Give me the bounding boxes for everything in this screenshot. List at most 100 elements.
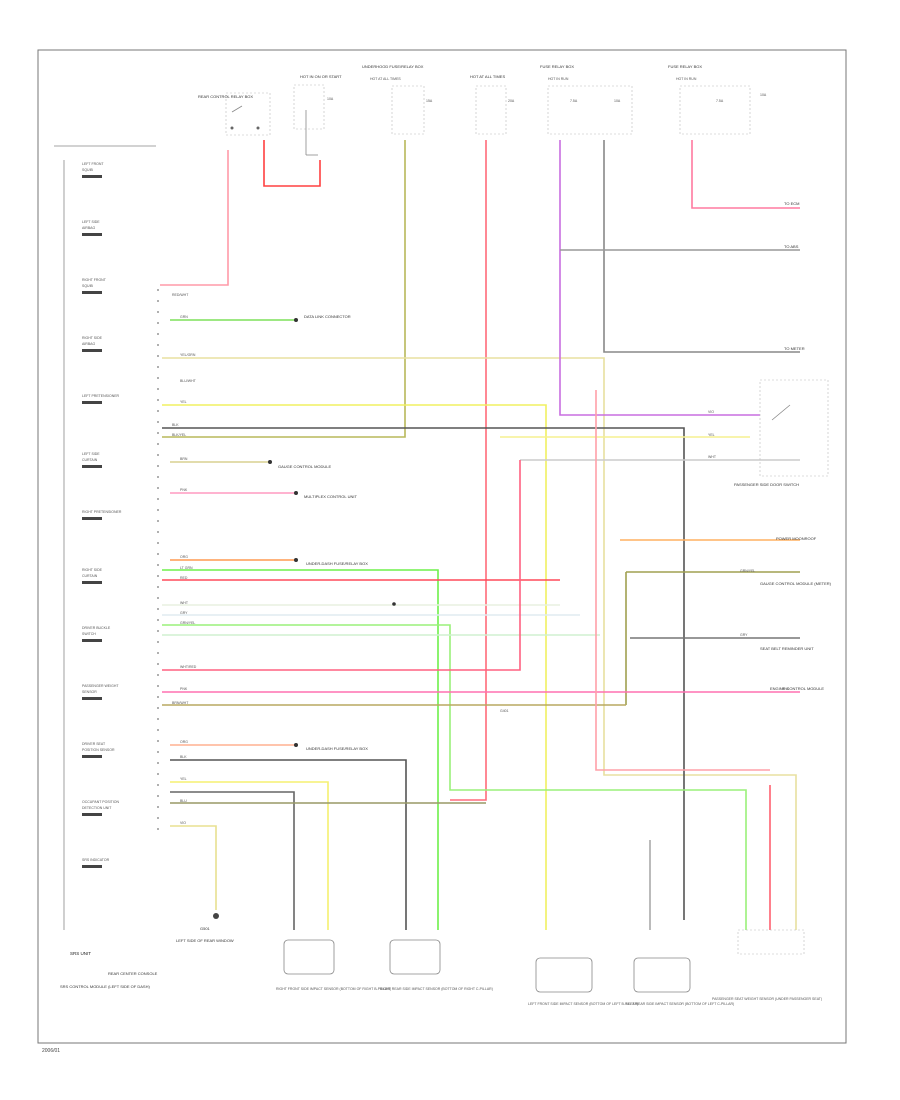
- fuse-group-2-sub: HOT AT ALL TIMES: [370, 77, 401, 81]
- wire-yel-sensor1: [170, 781, 329, 930]
- ground-note: LEFT SIDE OF REAR WINDOW: [176, 938, 234, 943]
- left-item: LEFT SIDE AIRBAG: [82, 220, 102, 236]
- left-item-marker: [82, 813, 102, 816]
- to-meter-label: TO METER: [784, 346, 805, 351]
- tag-red-wht: RED/WHT: [172, 293, 189, 297]
- connector-pin: [157, 751, 159, 753]
- fuse-group-2-header: UNDERHOOD FUSE/RELAY BOX: [362, 64, 424, 69]
- diagram-code: 2006/01: [42, 1048, 60, 1054]
- left-item-marker: [82, 233, 102, 236]
- fuse-1-rating: 10A: [327, 97, 334, 101]
- splice-dot: [294, 491, 298, 495]
- left-item-marker: [82, 865, 102, 868]
- wire-yel-grn-fuse2: [162, 140, 406, 438]
- connector-pin: [157, 740, 159, 742]
- ground-g401: G401: [500, 709, 509, 713]
- connector-pin: [157, 344, 159, 346]
- diagram-frame: [37, 49, 847, 1044]
- data-line-label: ENGINE CONTROL MODULE: [770, 686, 824, 691]
- splice-dot: [294, 743, 298, 747]
- left-item-label: SQUIB: [82, 284, 94, 288]
- left-item-marker: [82, 581, 102, 584]
- wire-grn-long: [162, 624, 747, 930]
- wire-red-relay-feed: [160, 150, 229, 286]
- left-item-label: DRIVER SEAT: [82, 742, 106, 746]
- left-item-label: LEFT FRONT: [82, 162, 104, 166]
- connector-pin: [157, 806, 159, 808]
- connector-pin: [157, 718, 159, 720]
- connector-pin: [157, 608, 159, 610]
- tag-yel-grn: YEL/GRN: [180, 353, 196, 357]
- connector-pin: [157, 432, 159, 434]
- splice-dot: [392, 602, 396, 606]
- fuse-box-4: [547, 85, 633, 135]
- connector-pin: [157, 531, 159, 533]
- connector-pin: [157, 817, 159, 819]
- left-item-label: LEFT SIDE: [82, 220, 100, 224]
- left-item-label: AIRBAG: [82, 226, 96, 230]
- splice-dot: [294, 558, 298, 562]
- wire-yel-ground: [170, 825, 217, 910]
- wire-pnk-lower: [162, 460, 521, 671]
- fuse-group-1: HOT IN ON OR START 10A: [293, 74, 342, 156]
- tag-blk: BLK: [172, 423, 179, 427]
- tag-red: RED: [180, 576, 188, 580]
- sensor-1-connector: [283, 939, 335, 975]
- fuse-box-5: [679, 85, 751, 135]
- left-item-label: CURTAIN: [82, 458, 98, 462]
- left-item-label: SWITCH: [82, 632, 96, 636]
- fuse-group-4-sub: HOT IN RUN: [548, 77, 569, 81]
- wire-gry-fuse4: [603, 140, 800, 353]
- connector-pin: [157, 520, 159, 522]
- connector-pin: [157, 696, 159, 698]
- connector-pin: [157, 454, 159, 456]
- connector-pin: [157, 762, 159, 764]
- to-abs-label: TO ABS: [784, 244, 799, 249]
- relay-contact: [231, 105, 243, 113]
- left-item-label: SRS INDICATOR: [82, 858, 110, 862]
- fuse-group-4-header: FUSE RELAY BOX: [540, 64, 574, 69]
- sensor-5-connector: [737, 929, 805, 955]
- fuse-4-rating: 7.5A: [570, 99, 578, 103]
- sensor-2-label: RIGHT REAR SIDE IMPACT SENSOR (BOTTOM OF…: [380, 987, 493, 991]
- instrument-label: GAUGE CONTROL MODULE (METER): [760, 581, 832, 586]
- left-item-label: RIGHT PRETENSIONER: [82, 510, 122, 514]
- left-item: RIGHT PRETENSIONER: [82, 510, 122, 520]
- connector-pin: [157, 355, 159, 357]
- connector-pin: [157, 465, 159, 467]
- fuse-5-rating: 10A: [614, 99, 621, 103]
- connector-pin: [157, 674, 159, 676]
- wiring: [160, 140, 800, 930]
- connector-pin: [157, 773, 159, 775]
- connector-pin: [157, 707, 159, 709]
- fuse-group-5-header: FUSE RELAY BOX: [668, 64, 702, 69]
- connector-pin: [157, 619, 159, 621]
- left-item-label: RIGHT SIDE: [82, 568, 103, 572]
- wire-yel-long: [162, 357, 797, 930]
- connector-pin: [157, 377, 159, 379]
- left-item-label: DETECTION UNIT: [82, 806, 112, 810]
- left-item-label: AIRBAG: [82, 342, 96, 346]
- left-item-marker: [82, 639, 102, 642]
- tag-yel-2: YEL: [180, 777, 187, 781]
- door-switch-box: [759, 379, 829, 477]
- fuse-6-rating: 7.5A: [716, 99, 724, 103]
- tag-gry-right: GRY: [740, 633, 748, 637]
- fuse-box-1: [293, 84, 325, 130]
- power-label: POWER MOONROOF: [776, 536, 817, 541]
- connector-pin: [157, 729, 159, 731]
- fuse-group-2: UNDERHOOD FUSE/RELAY BOX HOT AT ALL TIME…: [362, 64, 433, 135]
- sensor-4-connector: [633, 957, 691, 993]
- wire-blk-sensor2: [170, 759, 407, 930]
- srs-module-label: SRS CONTROL MODULE (LEFT SIDE OF DASH): [60, 984, 150, 989]
- connector-pin: [157, 795, 159, 797]
- connector-pin: [157, 421, 159, 423]
- tag-org-2: ORG: [180, 740, 188, 744]
- connector-pin: [157, 784, 159, 786]
- tag-lt-grn: LT GRN: [180, 566, 193, 570]
- left-item-label: POSITION SENSOR: [82, 748, 115, 752]
